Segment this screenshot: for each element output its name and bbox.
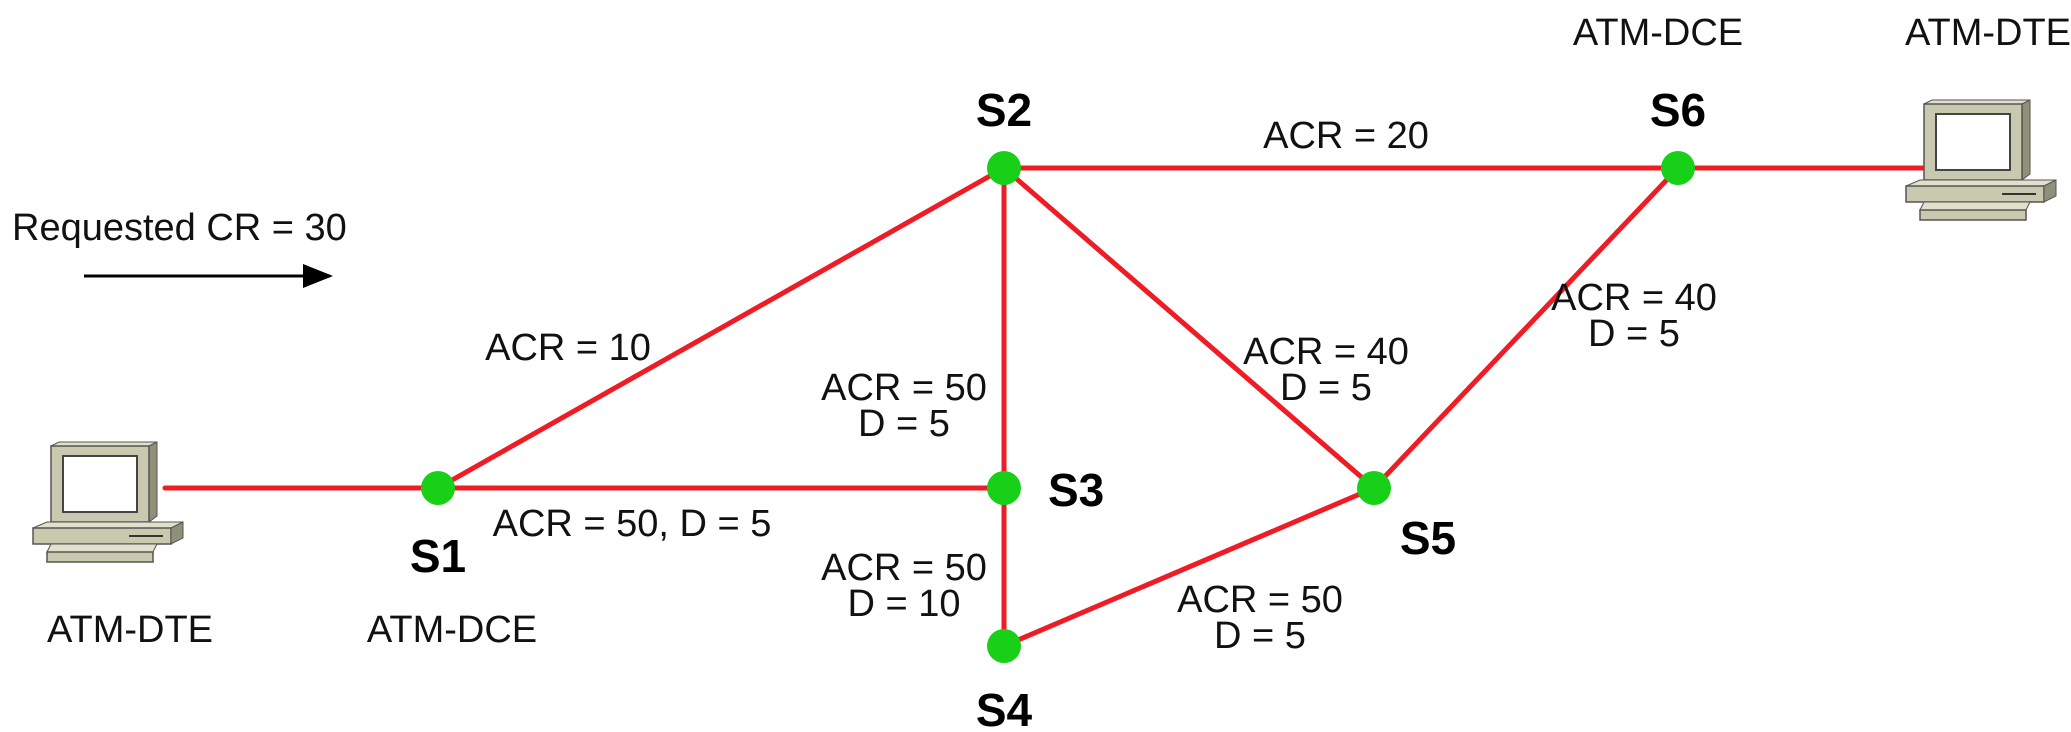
link-s5-s6: [1371, 165, 1681, 491]
edge-label-s3-s4-acr: ACR = 50: [821, 547, 987, 589]
edge-label-s4-s5-acr: ACR = 50: [1177, 579, 1343, 621]
node-s6: [1661, 151, 1695, 185]
edge-label-s4-s5-d: D = 5: [1214, 615, 1306, 657]
node-label-s1: S1: [410, 530, 466, 582]
edge-label-s1-s3: ACR = 50, D = 5: [493, 503, 772, 545]
node-s1: [421, 471, 455, 505]
node-s5: [1357, 471, 1391, 505]
device-label-dte-right: ATM-DTE: [1905, 12, 2071, 54]
node-label-s4: S4: [976, 684, 1033, 732]
link-s4-s5: [1001, 485, 1377, 649]
node-label-s6: S6: [1650, 84, 1706, 136]
link-s1-s2: [435, 165, 1007, 491]
computer-right-icon: [1905, 99, 2057, 221]
requested-cr-label: Requested CR = 30: [12, 207, 347, 249]
edge-label-s2-s3-acr: ACR = 50: [821, 367, 987, 409]
node-label-s3: S3: [1048, 464, 1104, 516]
device-label-dte-left: ATM-DTE: [47, 609, 213, 651]
node-s2: [987, 151, 1021, 185]
node-label-s2: S2: [976, 84, 1032, 136]
edge-label-s2-s6: ACR = 20: [1263, 115, 1429, 157]
edge-label-s3-s4-d: D = 10: [847, 583, 960, 625]
node-s3: [987, 471, 1021, 505]
node-label-s5: S5: [1400, 512, 1456, 564]
edge-label-s2-s5-d: D = 5: [1280, 367, 1372, 409]
edge-label-s2-s3-d: D = 5: [858, 403, 950, 445]
edge-label-s5-s6-acr: ACR = 40: [1551, 277, 1717, 319]
device-label-dce-left: ATM-DCE: [367, 609, 537, 651]
node-s4: [987, 629, 1021, 663]
device-label-dce-right: ATM-DCE: [1573, 12, 1743, 54]
edge-label-s2-s5-acr: ACR = 40: [1243, 331, 1409, 373]
link-s2-s5: [1001, 165, 1377, 491]
computer-left-icon: [32, 441, 184, 563]
edge-label-s1-s2: ACR = 10: [485, 327, 651, 369]
edge-label-s5-s6-d: D = 5: [1588, 313, 1680, 355]
